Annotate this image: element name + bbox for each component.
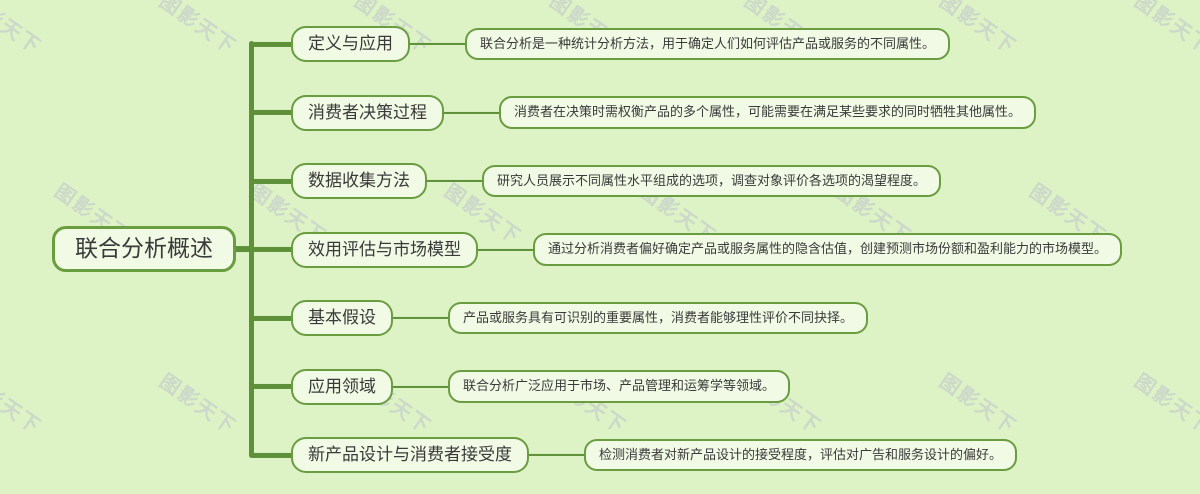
branch-row: 消费者决策过程 消费者在决策时需权衡产品的多个属性，可能需要在满足某些要求的同时… xyxy=(251,94,1037,131)
leaf-label: 消费者在决策时需权衡产品的多个属性，可能需要在满足某些要求的同时牺牲其他属性。 xyxy=(514,104,1022,120)
watermark-text: 图影天下 xyxy=(155,370,240,439)
watermark-text: 图影天下 xyxy=(1130,0,1200,59)
branch-node[interactable]: 定义与应用 xyxy=(291,25,410,63)
branch-row: 基本假设 产品或服务具有可识别的重要属性，消费者能够理性评价不同抉择。 xyxy=(251,299,869,337)
branch-label: 新产品设计与消费者接受度 xyxy=(308,444,512,464)
branch-row: 效用评估与市场模型 通过分析消费者偏好确定产品或服务属性的隐含估值，创建预测市场… xyxy=(251,231,1123,268)
branch-connector xyxy=(251,41,291,47)
branch-label: 应用领域 xyxy=(308,376,376,396)
leaf-node[interactable]: 通过分析消费者偏好确定产品或服务属性的隐含估值，创建预测市场份额和盈利能力的市场… xyxy=(533,233,1123,266)
branch-connector xyxy=(251,247,291,252)
leaf-node[interactable]: 研究人员展示不同属性水平组成的选项，调查对象评价各选项的渴望程度。 xyxy=(482,164,942,198)
leaf-node[interactable]: 消费者在决策时需权衡产品的多个属性，可能需要在满足某些要求的同时牺牲其他属性。 xyxy=(499,96,1037,129)
watermark-text: 图影天下 xyxy=(935,370,1020,439)
leaf-node[interactable]: 联合分析是一种统计分析方法，用于确定人们如何评估产品或服务的不同属性。 xyxy=(465,27,951,61)
branch-connector xyxy=(251,110,291,115)
leaf-label: 通过分析消费者偏好确定产品或服务属性的隐含估值，创建预测市场份额和盈利能力的市场… xyxy=(548,241,1108,257)
branch-row: 定义与应用 联合分析是一种统计分析方法，用于确定人们如何评估产品或服务的不同属性… xyxy=(251,25,951,63)
branch-label: 基本假设 xyxy=(308,307,376,327)
watermark-text: 图影天下 xyxy=(0,370,45,439)
branch-connector xyxy=(251,178,291,184)
leaf-connector xyxy=(444,111,499,114)
root-connector xyxy=(236,245,251,252)
branch-label: 数据收集方法 xyxy=(308,170,410,190)
leaf-node[interactable]: 产品或服务具有可识别的重要属性，消费者能够理性评价不同抉择。 xyxy=(448,301,869,335)
branch-node[interactable]: 新产品设计与消费者接受度 xyxy=(291,436,529,474)
branch-label: 效用评估与市场模型 xyxy=(308,239,461,259)
leaf-connector xyxy=(529,454,584,456)
branch-node[interactable]: 基本假设 xyxy=(291,299,393,337)
branch-node[interactable]: 应用领域 xyxy=(291,368,393,405)
watermark-text: 图影天下 xyxy=(1130,370,1200,439)
branch-connector xyxy=(251,452,291,458)
root-node[interactable]: 联合分析概述 xyxy=(52,226,236,272)
leaf-label: 产品或服务具有可识别的重要属性，消费者能够理性评价不同抉择。 xyxy=(463,309,854,325)
leaf-connector xyxy=(393,317,448,319)
branch-node[interactable]: 消费者决策过程 xyxy=(291,94,444,131)
leaf-connector xyxy=(393,385,448,388)
branch-node[interactable]: 效用评估与市场模型 xyxy=(291,231,478,268)
branch-node[interactable]: 数据收集方法 xyxy=(291,162,427,200)
leaf-connector xyxy=(478,248,533,251)
root-label: 联合分析概述 xyxy=(75,235,213,262)
branch-label: 定义与应用 xyxy=(308,33,393,53)
watermark-text: 图影天下 xyxy=(155,0,240,59)
leaf-connector xyxy=(427,180,482,182)
leaf-node[interactable]: 检测消费者对新产品设计的接受程度，评估对广告和服务设计的偏好。 xyxy=(584,438,1018,472)
leaf-label: 检测消费者对新产品设计的接受程度，评估对广告和服务设计的偏好。 xyxy=(599,446,1003,462)
watermark-text: 图影天下 xyxy=(0,0,45,59)
leaf-label: 联合分析广泛应用于市场、产品管理和运筹学等领域。 xyxy=(463,378,776,394)
leaf-node[interactable]: 联合分析广泛应用于市场、产品管理和运筹学等领域。 xyxy=(448,370,791,403)
branch-connector xyxy=(251,315,291,321)
branch-row: 应用领域 联合分析广泛应用于市场、产品管理和运筹学等领域。 xyxy=(251,368,791,405)
root-row: 联合分析概述 xyxy=(52,226,251,272)
branch-connector xyxy=(251,384,291,389)
branch-row: 新产品设计与消费者接受度 检测消费者对新产品设计的接受程度，评估对广告和服务设计… xyxy=(251,436,1018,474)
branch-row: 数据收集方法 研究人员展示不同属性水平组成的选项，调查对象评价各选项的渴望程度。 xyxy=(251,162,942,200)
leaf-connector xyxy=(410,43,465,45)
branch-label: 消费者决策过程 xyxy=(308,102,427,122)
leaf-label: 研究人员展示不同属性水平组成的选项，调查对象评价各选项的渴望程度。 xyxy=(497,172,927,188)
leaf-label: 联合分析是一种统计分析方法，用于确定人们如何评估产品或服务的不同属性。 xyxy=(480,35,936,51)
